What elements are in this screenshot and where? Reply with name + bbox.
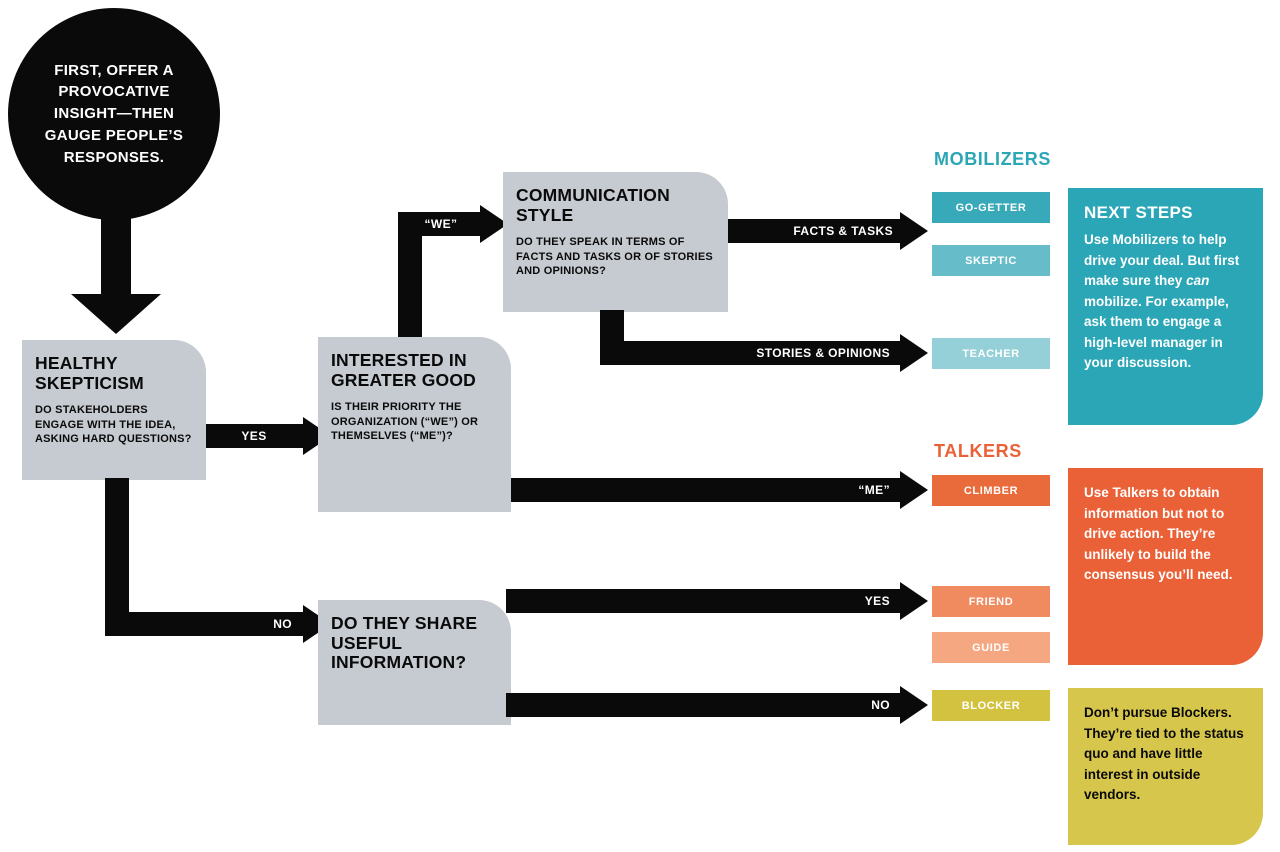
- next-steps-panel: NEXT STEPS Use Mobilizers to help drive …: [1068, 188, 1263, 425]
- blockers-body: Don’t pursue Blockers. They’re tied to t…: [1084, 705, 1244, 803]
- type-chip-go-getter: GO-GETTER: [932, 192, 1050, 223]
- arrow-right-icon: [900, 334, 928, 372]
- node-subtitle: DO THEY SPEAK IN TERMS OF FACTS AND TASK…: [516, 236, 713, 278]
- type-chip-blocker: BLOCKER: [932, 690, 1050, 721]
- edge-skepticism-no-stem: [105, 478, 129, 636]
- node-title: INTERESTED IN GREATER GOOD: [331, 350, 476, 390]
- node-communication-style: COMMUNICATION STYLE DO THEY SPEAK IN TER…: [503, 172, 728, 312]
- talkers-header: TALKERS: [934, 441, 1022, 461]
- type-chip-label: SKEPTIC: [965, 254, 1017, 267]
- node-subtitle: IS THEIR PRIORITY THE ORGANIZATION (“WE”…: [331, 401, 479, 443]
- edge-facts-tasks-bar: [728, 219, 903, 243]
- node-title: HEALTHY SKEPTICISM: [35, 353, 144, 393]
- node-healthy-skepticism: HEALTHY SKEPTICISM DO STAKEHOLDERS ENGAG…: [22, 340, 206, 480]
- arrow-right-icon: [900, 471, 928, 509]
- edge-share-yes-bar: [506, 589, 903, 613]
- type-chip-guide: GUIDE: [932, 632, 1050, 663]
- mobilizers-header: MOBILIZERS: [934, 149, 1051, 169]
- node-title: COMMUNICATION STYLE: [516, 185, 670, 225]
- type-chip-climber: CLIMBER: [932, 475, 1050, 506]
- type-chip-teacher: TEACHER: [932, 338, 1050, 369]
- edge-we-bar: [398, 212, 484, 236]
- edge-intro-stem: [101, 214, 131, 298]
- type-chip-label: FRIEND: [968, 595, 1014, 608]
- next-steps-body-italic: can: [1186, 273, 1210, 289]
- edge-stories-bar: [600, 341, 903, 365]
- type-chip-skeptic: SKEPTIC: [932, 245, 1050, 276]
- edge-label-share-yes: YES: [864, 594, 890, 608]
- type-chip-label: GO-GETTER: [955, 201, 1027, 214]
- type-chip-label: TEACHER: [962, 347, 1020, 360]
- arrow-right-icon: [900, 212, 928, 250]
- edge-me-bar: [511, 478, 903, 502]
- type-chip-label: CLIMBER: [963, 484, 1019, 497]
- edge-skepticism-yes-bar: [206, 424, 306, 448]
- node-title: DO THEY SHARE USEFUL INFORMATION?: [331, 613, 478, 673]
- edge-label-share-no: NO: [871, 698, 890, 712]
- talkers-panel: Use Talkers to obtain information but no…: [1068, 468, 1263, 665]
- arrow-right-icon: [900, 686, 928, 724]
- edge-label-skepticism-no: NO: [273, 617, 292, 631]
- edge-label-facts-tasks: FACTS & TASKS: [793, 224, 893, 238]
- type-chip-friend: FRIEND: [932, 586, 1050, 617]
- type-chip-label: GUIDE: [972, 641, 1010, 654]
- edge-we-stem: [398, 224, 422, 337]
- edge-label-me: “ME”: [858, 483, 890, 497]
- node-subtitle: DO STAKEHOLDERS ENGAGE WITH THE IDEA, AS…: [35, 404, 192, 446]
- next-steps-body-part: mobilize. For example, ask them to engag…: [1084, 293, 1229, 371]
- intro-circle-text: FIRST, OFFER A PROVOCATIVE INSIGHT—THEN …: [44, 61, 184, 166]
- talkers-body: Use Talkers to obtain information but no…: [1084, 485, 1233, 583]
- blockers-panel: Don’t pursue Blockers. They’re tied to t…: [1068, 688, 1263, 845]
- node-share-information: DO THEY SHARE USEFUL INFORMATION?: [318, 600, 511, 725]
- type-chip-label: BLOCKER: [961, 699, 1021, 712]
- edge-skepticism-no-bar: [105, 612, 305, 636]
- edge-label-we: “WE”: [424, 217, 458, 231]
- intro-circle: FIRST, OFFER A PROVOCATIVE INSIGHT—THEN …: [8, 8, 220, 220]
- next-steps-body: Use Mobilizers to help drive your deal. …: [1084, 230, 1247, 374]
- node-greater-good: INTERESTED IN GREATER GOOD IS THEIR PRIO…: [318, 337, 511, 512]
- edge-share-no-bar: [506, 693, 903, 717]
- next-steps-body-part: Use Mobilizers to help drive your deal. …: [1084, 232, 1240, 289]
- arrow-down-icon: [71, 294, 161, 334]
- arrow-right-icon: [900, 582, 928, 620]
- edge-label-stories-opinions: STORIES & OPINIONS: [756, 346, 890, 360]
- next-steps-title: NEXT STEPS: [1084, 203, 1193, 222]
- edge-label-skepticism-yes: YES: [241, 429, 267, 443]
